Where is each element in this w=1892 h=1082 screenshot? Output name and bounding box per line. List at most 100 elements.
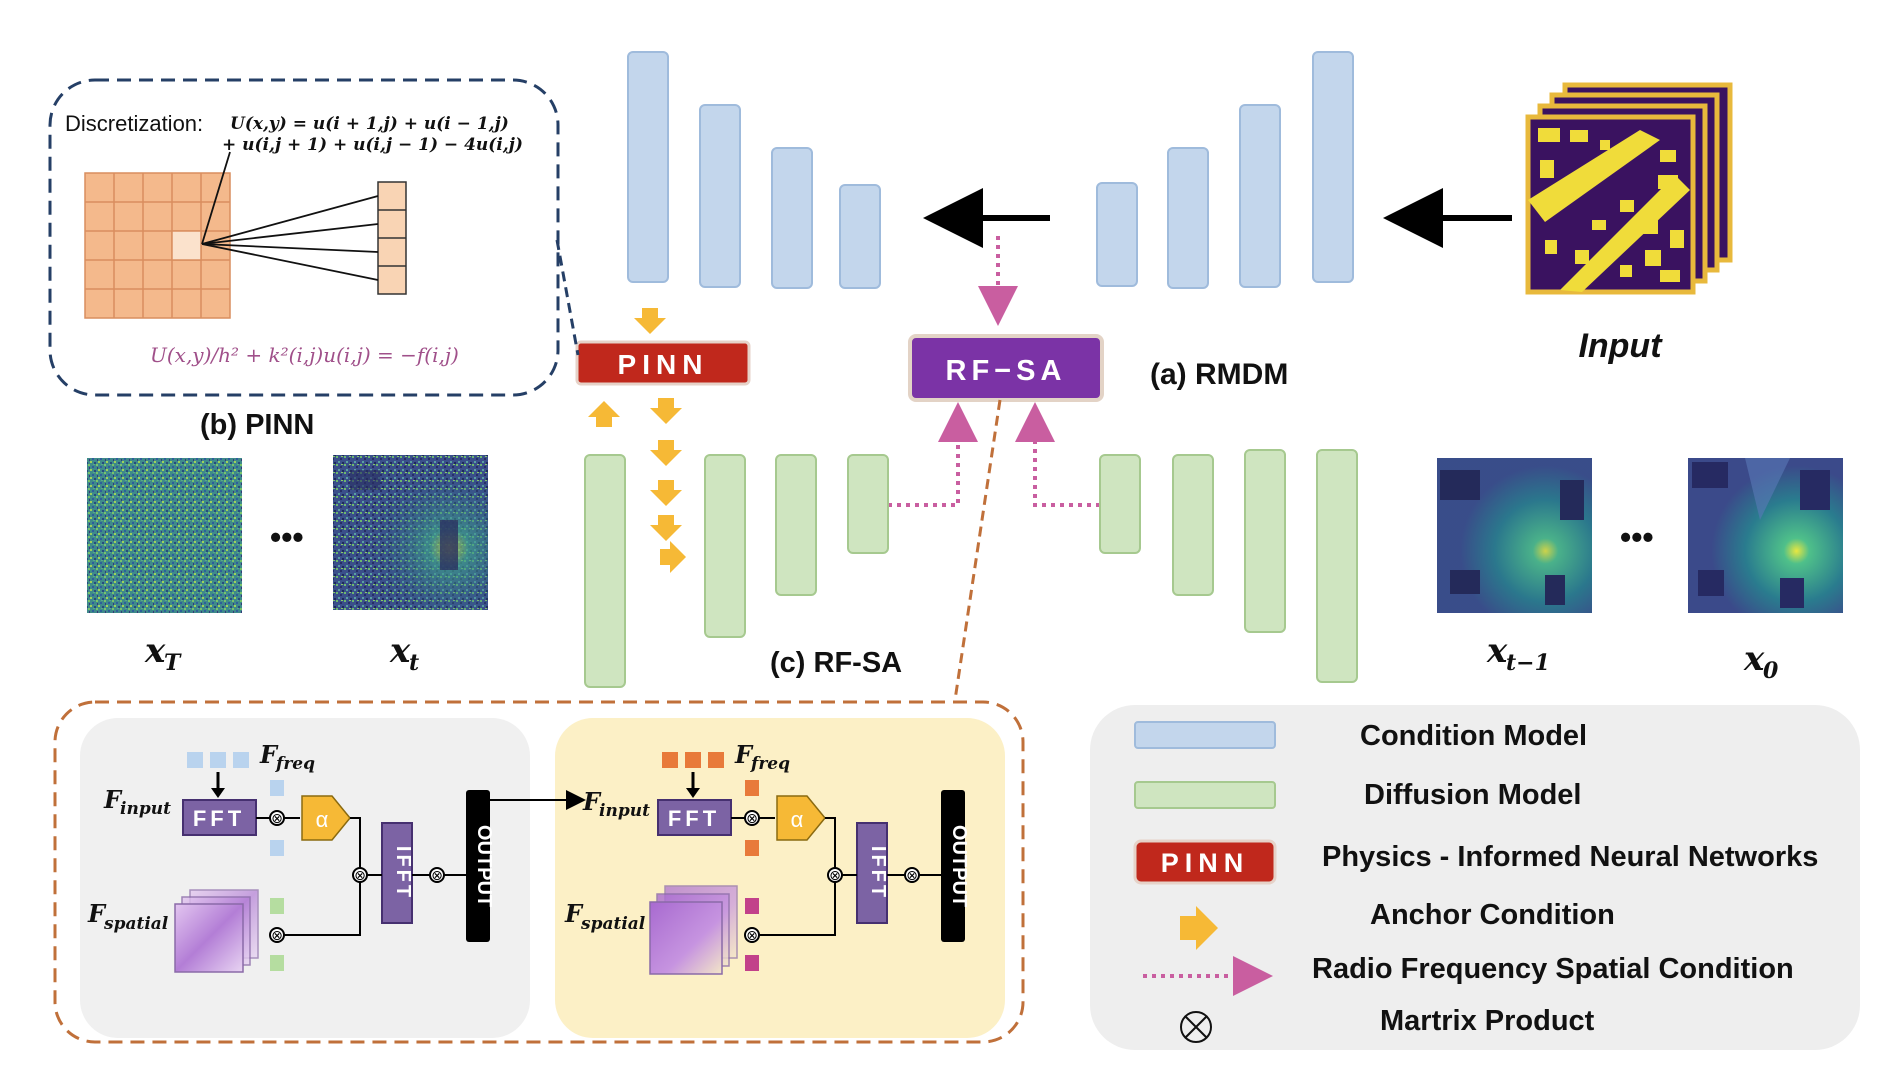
- svg-text:⊗: ⊗: [431, 867, 443, 883]
- svg-text:x: x: [144, 631, 166, 671]
- svg-text:x: x: [1486, 631, 1508, 671]
- output-box: [466, 790, 490, 942]
- fft-box: [657, 799, 732, 836]
- svg-text:⊗: ⊗: [746, 927, 758, 943]
- stencil-lines: [201, 151, 379, 281]
- ellipsis-left: •••: [270, 519, 304, 555]
- diffusion-bar: [1172, 454, 1214, 596]
- condition-bar: [771, 147, 813, 289]
- rmdm-title: (a) RMDM: [1150, 358, 1288, 391]
- svg-text:F: F: [582, 787, 602, 816]
- anchor-arrow-down: [650, 515, 682, 541]
- svg-text:F: F: [564, 899, 584, 928]
- f-spatial-label: F spatial: [564, 899, 646, 934]
- ifft-box: [856, 822, 888, 924]
- output-label: OUTPUT: [948, 825, 970, 907]
- fft-label: FFT: [668, 806, 720, 831]
- f-input-label: F input: [103, 785, 171, 819]
- diffusion-bar: [584, 454, 626, 688]
- svg-text:⊗: ⊗: [271, 927, 283, 943]
- sample-image-xT: [87, 458, 242, 613]
- legend-swatch-diffusion: [1134, 781, 1276, 809]
- output-label: OUTPUT: [473, 825, 495, 907]
- svg-text:T: T: [164, 650, 182, 676]
- legend-matrix-product: Martrix Product: [1380, 1005, 1595, 1037]
- svg-text:x: x: [389, 631, 411, 671]
- label-xtm1: x t−1: [1486, 631, 1550, 676]
- pinn-caption: (b) PINN: [200, 409, 314, 441]
- f-spatial-label: F spatial: [87, 899, 169, 934]
- svg-text:t: t: [409, 650, 419, 676]
- svg-text:input: input: [599, 801, 650, 821]
- anchor-arrow-down: [650, 480, 682, 506]
- discretization-label: Discretization:: [65, 111, 203, 136]
- svg-text:x: x: [1743, 639, 1765, 679]
- diffusion-model-decoder: [1099, 449, 1358, 683]
- diffusion-bar: [847, 454, 889, 554]
- svg-text:freq: freq: [275, 754, 315, 774]
- diffusion-bar: [1244, 449, 1286, 633]
- pinn-panel-connector: [555, 239, 580, 356]
- svg-text:⊗: ⊗: [746, 810, 758, 826]
- legend-swatch-pinn: [1133, 839, 1277, 885]
- diffusion-bar: [704, 454, 746, 638]
- condition-bar: [627, 51, 669, 283]
- rfsa-block-2: F freq F input FFT ⊗ α ⊗ IFFT ⊗ OUTPUT: [564, 740, 970, 975]
- anchor-arrow-down: [650, 398, 682, 424]
- output-box: [941, 790, 965, 942]
- svg-text:F: F: [734, 740, 754, 769]
- input-label: Input: [1578, 327, 1663, 365]
- diffusion-model-encoder: [584, 454, 889, 688]
- svg-text:⊗: ⊗: [829, 867, 841, 883]
- f-input-label: F input: [582, 787, 650, 821]
- rfsa-panel-connector: [953, 399, 1002, 701]
- diffusion-bar: [1099, 454, 1141, 554]
- rfsa-block: [908, 334, 1104, 402]
- legend-pinn: Physics - Informed Neural Networks: [1322, 841, 1818, 873]
- fft-label: FFT: [193, 806, 245, 831]
- input-map-stack: [1525, 82, 1733, 295]
- condition-bar: [1239, 104, 1281, 288]
- condition-model-encoder: [627, 51, 881, 289]
- building-footprints: [1528, 128, 1690, 292]
- legend-condition-model: Condition Model: [1360, 720, 1587, 752]
- sample-image-xt: [333, 455, 488, 610]
- legend-anchor-icon: [1180, 906, 1218, 950]
- sample-image-x0: [1688, 458, 1843, 613]
- pinn-block: [575, 340, 751, 386]
- svg-text:⊗: ⊗: [906, 867, 918, 883]
- equation-line-2: + u(i,j + 1) + u(i,j − 1) − 4u(i,j): [222, 135, 523, 155]
- condition-model-decoder: [1096, 51, 1354, 289]
- svg-text:0: 0: [1763, 658, 1779, 684]
- svg-text:⊗: ⊗: [271, 810, 283, 826]
- label-xt: x t: [389, 631, 419, 676]
- label-x0: x 0: [1743, 639, 1779, 684]
- condition-bar: [699, 104, 741, 288]
- ifft-box: [381, 822, 413, 924]
- ifft-label: IFFT: [867, 846, 889, 900]
- alpha-label: α: [316, 807, 329, 832]
- legend-diffusion-model: Diffusion Model: [1364, 779, 1581, 811]
- alpha-label: α: [791, 807, 804, 832]
- f-freq-label: F freq: [259, 740, 315, 774]
- condition-bar: [839, 184, 881, 289]
- svg-text:⊗: ⊗: [354, 867, 366, 883]
- stencil-column: [377, 181, 407, 295]
- svg-text:input: input: [120, 799, 171, 819]
- svg-text:t−1: t−1: [1506, 650, 1550, 676]
- legend-rf-spatial: Radio Frequency Spatial Condition: [1312, 953, 1794, 985]
- rfsa-block-label: RF−SA: [946, 355, 1067, 387]
- legend-swatch-condition: [1134, 721, 1276, 749]
- pinn-block-label: PINN: [618, 349, 709, 380]
- condition-bar: [1096, 182, 1138, 287]
- condition-bar: [1312, 51, 1354, 283]
- anchor-arrow-down: [634, 308, 666, 334]
- svg-text:F: F: [87, 899, 107, 928]
- svg-text:F: F: [103, 785, 123, 814]
- fft-box: [182, 799, 257, 836]
- anchor-arrow-down: [650, 440, 682, 466]
- legend-anchor: Anchor Condition: [1370, 899, 1615, 931]
- rfsa-block-1: F freq F input FFT ⊗ α ⊗ IFFT ⊗ OUTPUT: [87, 740, 495, 973]
